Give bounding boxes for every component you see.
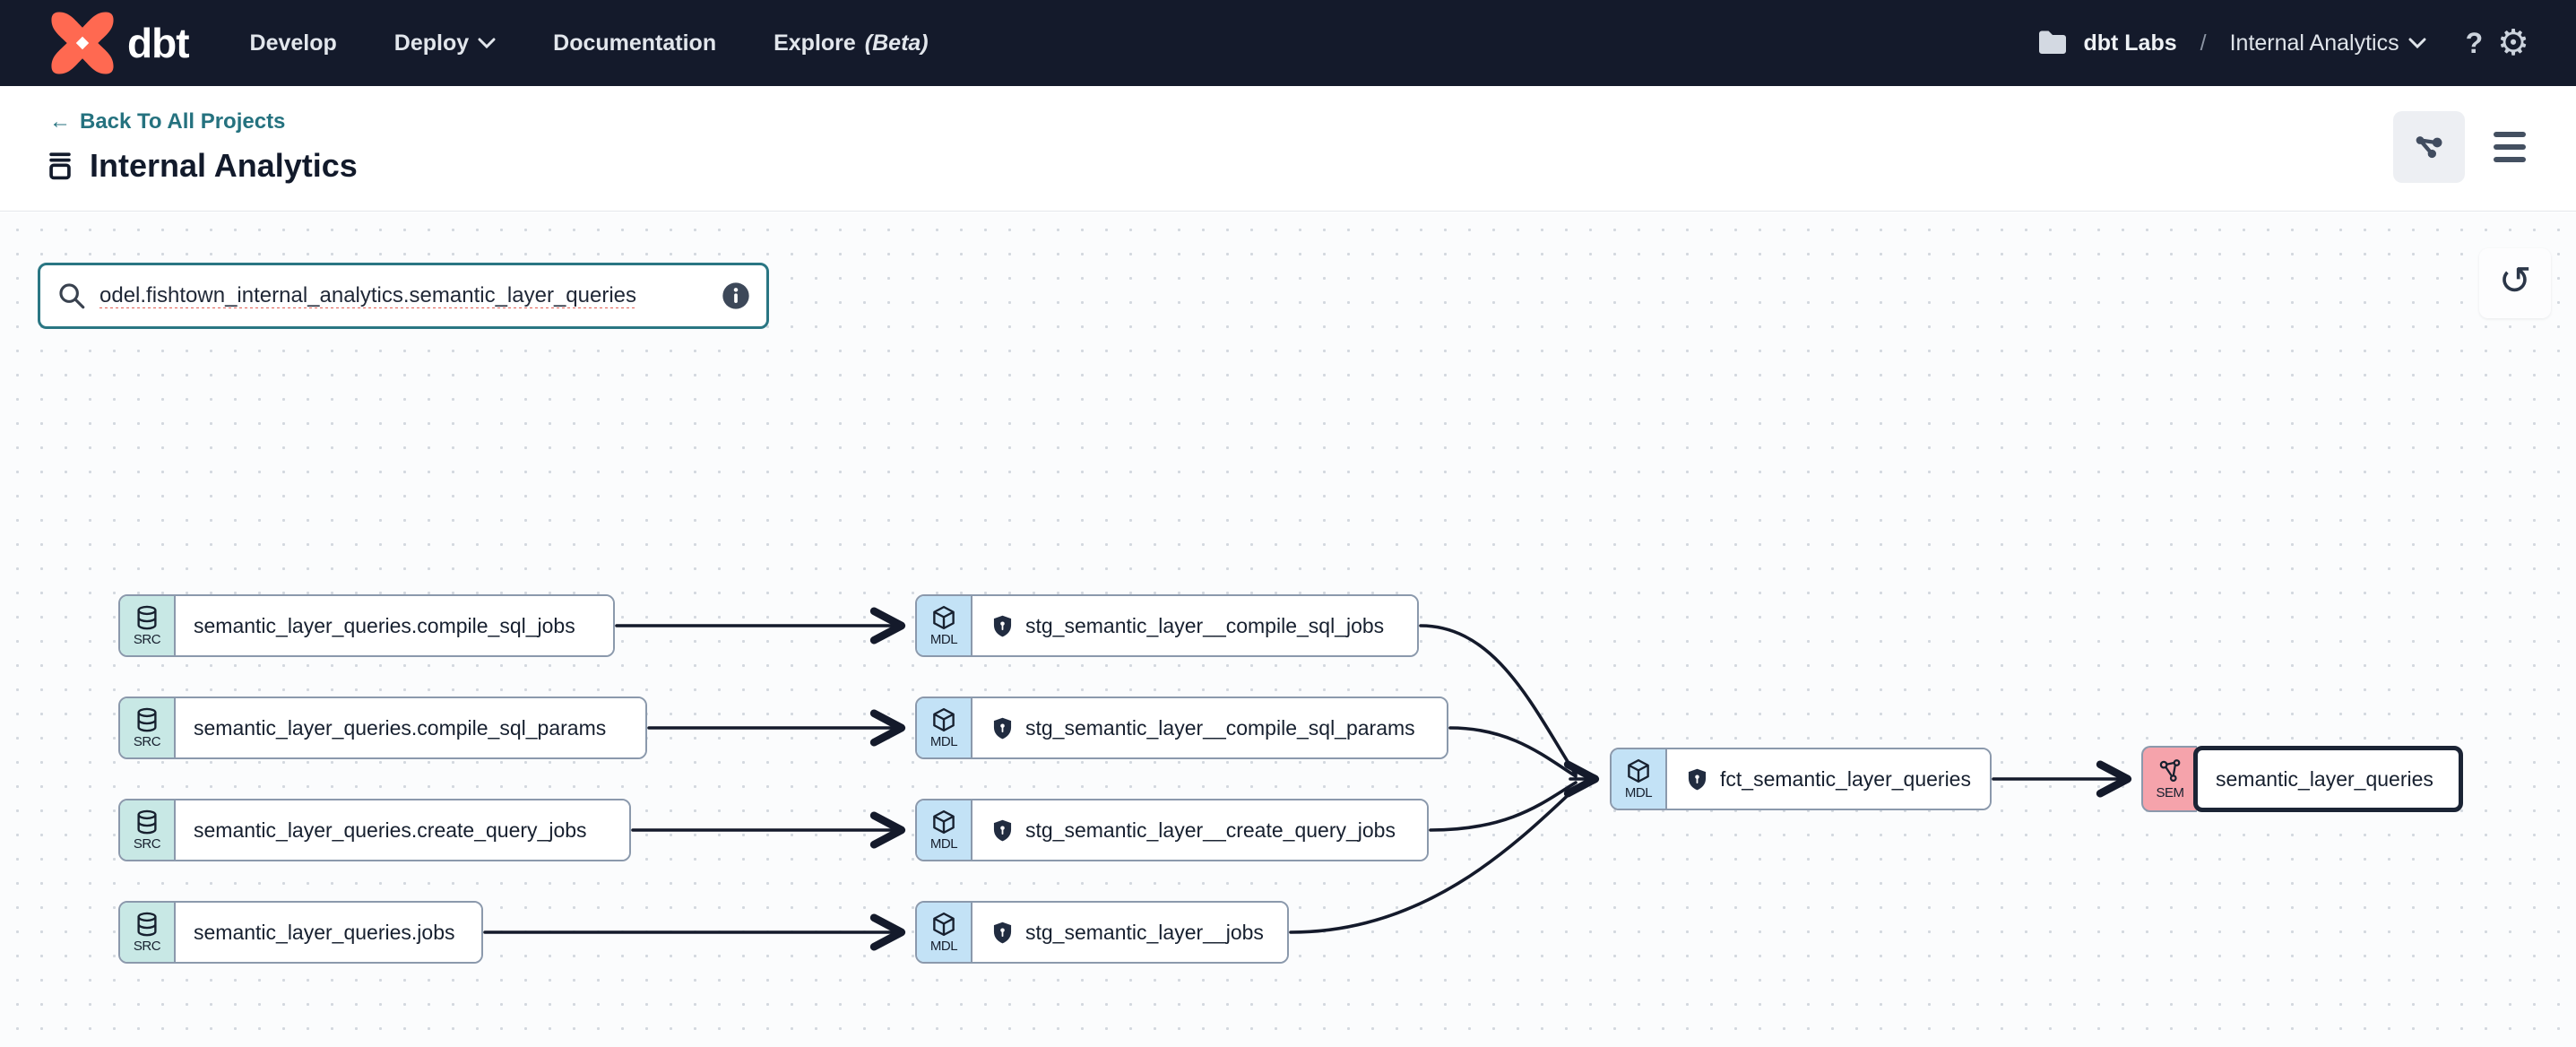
graph-node-stg-compile-sql-jobs[interactable]: MDL stg_semantic_layer__compile_sql_jobs <box>915 594 1419 657</box>
page-header: ← Back To All Projects Internal Analytic… <box>0 86 2576 212</box>
node-label: semantic_layer_queries.create_query_jobs <box>194 818 587 842</box>
node-label: semantic_layer_queries.jobs <box>194 920 455 944</box>
shield-icon <box>993 922 1012 943</box>
graph-node-semantic-layer-queries[interactable]: SEM semantic_layer_queries <box>2141 746 2463 812</box>
breadcrumb-project[interactable]: Internal Analytics <box>2230 30 2426 56</box>
back-to-projects-link[interactable]: ← Back To All Projects <box>49 109 286 134</box>
lineage-canvas[interactable]: odel.fishtown_internal_analytics.semanti… <box>0 212 2576 1047</box>
info-icon[interactable] <box>722 281 750 310</box>
node-label: stg_semantic_layer__compile_sql_jobs <box>1025 613 1385 637</box>
gear-icon[interactable]: ⚙ <box>2497 23 2529 63</box>
nav-right: dbt Labs / Internal Analytics ? ⚙ <box>2036 25 2529 61</box>
reset-icon: ↺ <box>2498 259 2532 303</box>
menu-bar <box>2494 157 2526 162</box>
graph-node-src-create-query-jobs[interactable]: SRC semantic_layer_queries.create_query_… <box>118 799 631 861</box>
node-label: semantic_layer_queries.compile_sql_jobs <box>194 613 575 637</box>
node-label: semantic_layer_queries.compile_sql_param… <box>194 715 607 740</box>
search-icon <box>59 283 85 309</box>
nav-item-documentation[interactable]: Documentation <box>553 30 717 56</box>
graph-node-fct-semantic-layer-queries[interactable]: MDL fct_semantic_layer_queries <box>1610 748 1992 810</box>
cube-icon <box>933 809 955 835</box>
project-icon <box>49 152 71 180</box>
cube-icon <box>933 912 955 937</box>
shield-icon <box>993 819 1012 841</box>
page-title: Internal Analytics <box>90 147 358 184</box>
dbt-logo[interactable]: dbt <box>50 11 190 75</box>
cube-icon <box>933 605 955 630</box>
shield-icon <box>993 717 1012 739</box>
node-label: stg_semantic_layer__create_query_jobs <box>1025 818 1396 842</box>
graph-node-src-compile-sql-jobs[interactable]: SRC semantic_layer_queries.compile_sql_j… <box>118 594 615 657</box>
database-icon <box>137 707 157 732</box>
menu-bar <box>2494 132 2526 137</box>
shield-icon <box>993 615 1012 636</box>
reset-view-button[interactable]: ↺ <box>2479 248 2551 318</box>
database-icon <box>137 605 157 630</box>
lineage-edges <box>483 607 2132 951</box>
menu-button[interactable] <box>2474 111 2546 183</box>
graph-node-stg-create-query-jobs[interactable]: MDL stg_semantic_layer__create_query_job… <box>915 799 1429 861</box>
chevron-down-icon <box>2408 38 2426 48</box>
help-icon[interactable]: ? <box>2465 26 2484 59</box>
shield-icon <box>1688 768 1707 790</box>
search-value[interactable]: odel.fishtown_internal_analytics.semanti… <box>99 283 637 307</box>
database-icon <box>137 809 157 835</box>
cube-icon <box>1628 758 1649 783</box>
nav-item-explore[interactable]: Explore(Beta) <box>774 30 929 56</box>
semantic-model-icon <box>2159 759 2181 782</box>
dbt-logo-text: dbt <box>127 20 190 66</box>
node-label: stg_semantic_layer__compile_sql_params <box>1025 715 1415 740</box>
lineage-icon <box>2416 136 2442 159</box>
chevron-down-icon <box>478 38 496 48</box>
title-row: Internal Analytics <box>45 147 358 185</box>
dbt-logo-icon <box>51 12 114 74</box>
breadcrumb-separator: / <box>2200 30 2207 56</box>
menu-bar <box>2494 144 2526 150</box>
graph-node-src-jobs[interactable]: SRC semantic_layer_queries.jobs <box>118 901 483 964</box>
node-label: semantic_layer_queries <box>2216 766 2433 791</box>
nav-item-develop[interactable]: Develop <box>249 30 337 56</box>
search-input[interactable]: odel.fishtown_internal_analytics.semanti… <box>38 263 769 329</box>
nav-item-deploy[interactable]: Deploy <box>394 30 496 56</box>
breadcrumb-org[interactable]: dbt Labs <box>2083 30 2177 56</box>
graph-node-src-compile-sql-params[interactable]: SRC semantic_layer_queries.compile_sql_p… <box>118 697 647 759</box>
database-icon <box>137 912 157 937</box>
back-arrow-icon: ← <box>49 109 71 134</box>
graph-node-stg-compile-sql-params[interactable]: MDL stg_semantic_layer__compile_sql_para… <box>915 697 1448 759</box>
node-label: fct_semantic_layer_queries <box>1720 766 1971 791</box>
lineage-view-button[interactable] <box>2393 111 2465 183</box>
top-nav: dbt Develop Deploy Documentation Explore… <box>0 0 2576 86</box>
nav-links: Develop Deploy Documentation Explore(Bet… <box>250 30 929 56</box>
cube-icon <box>933 707 955 732</box>
folder-icon <box>2039 30 2067 54</box>
graph-node-stg-jobs[interactable]: MDL stg_semantic_layer__jobs <box>915 901 1289 964</box>
node-label: stg_semantic_layer__jobs <box>1025 920 1264 944</box>
